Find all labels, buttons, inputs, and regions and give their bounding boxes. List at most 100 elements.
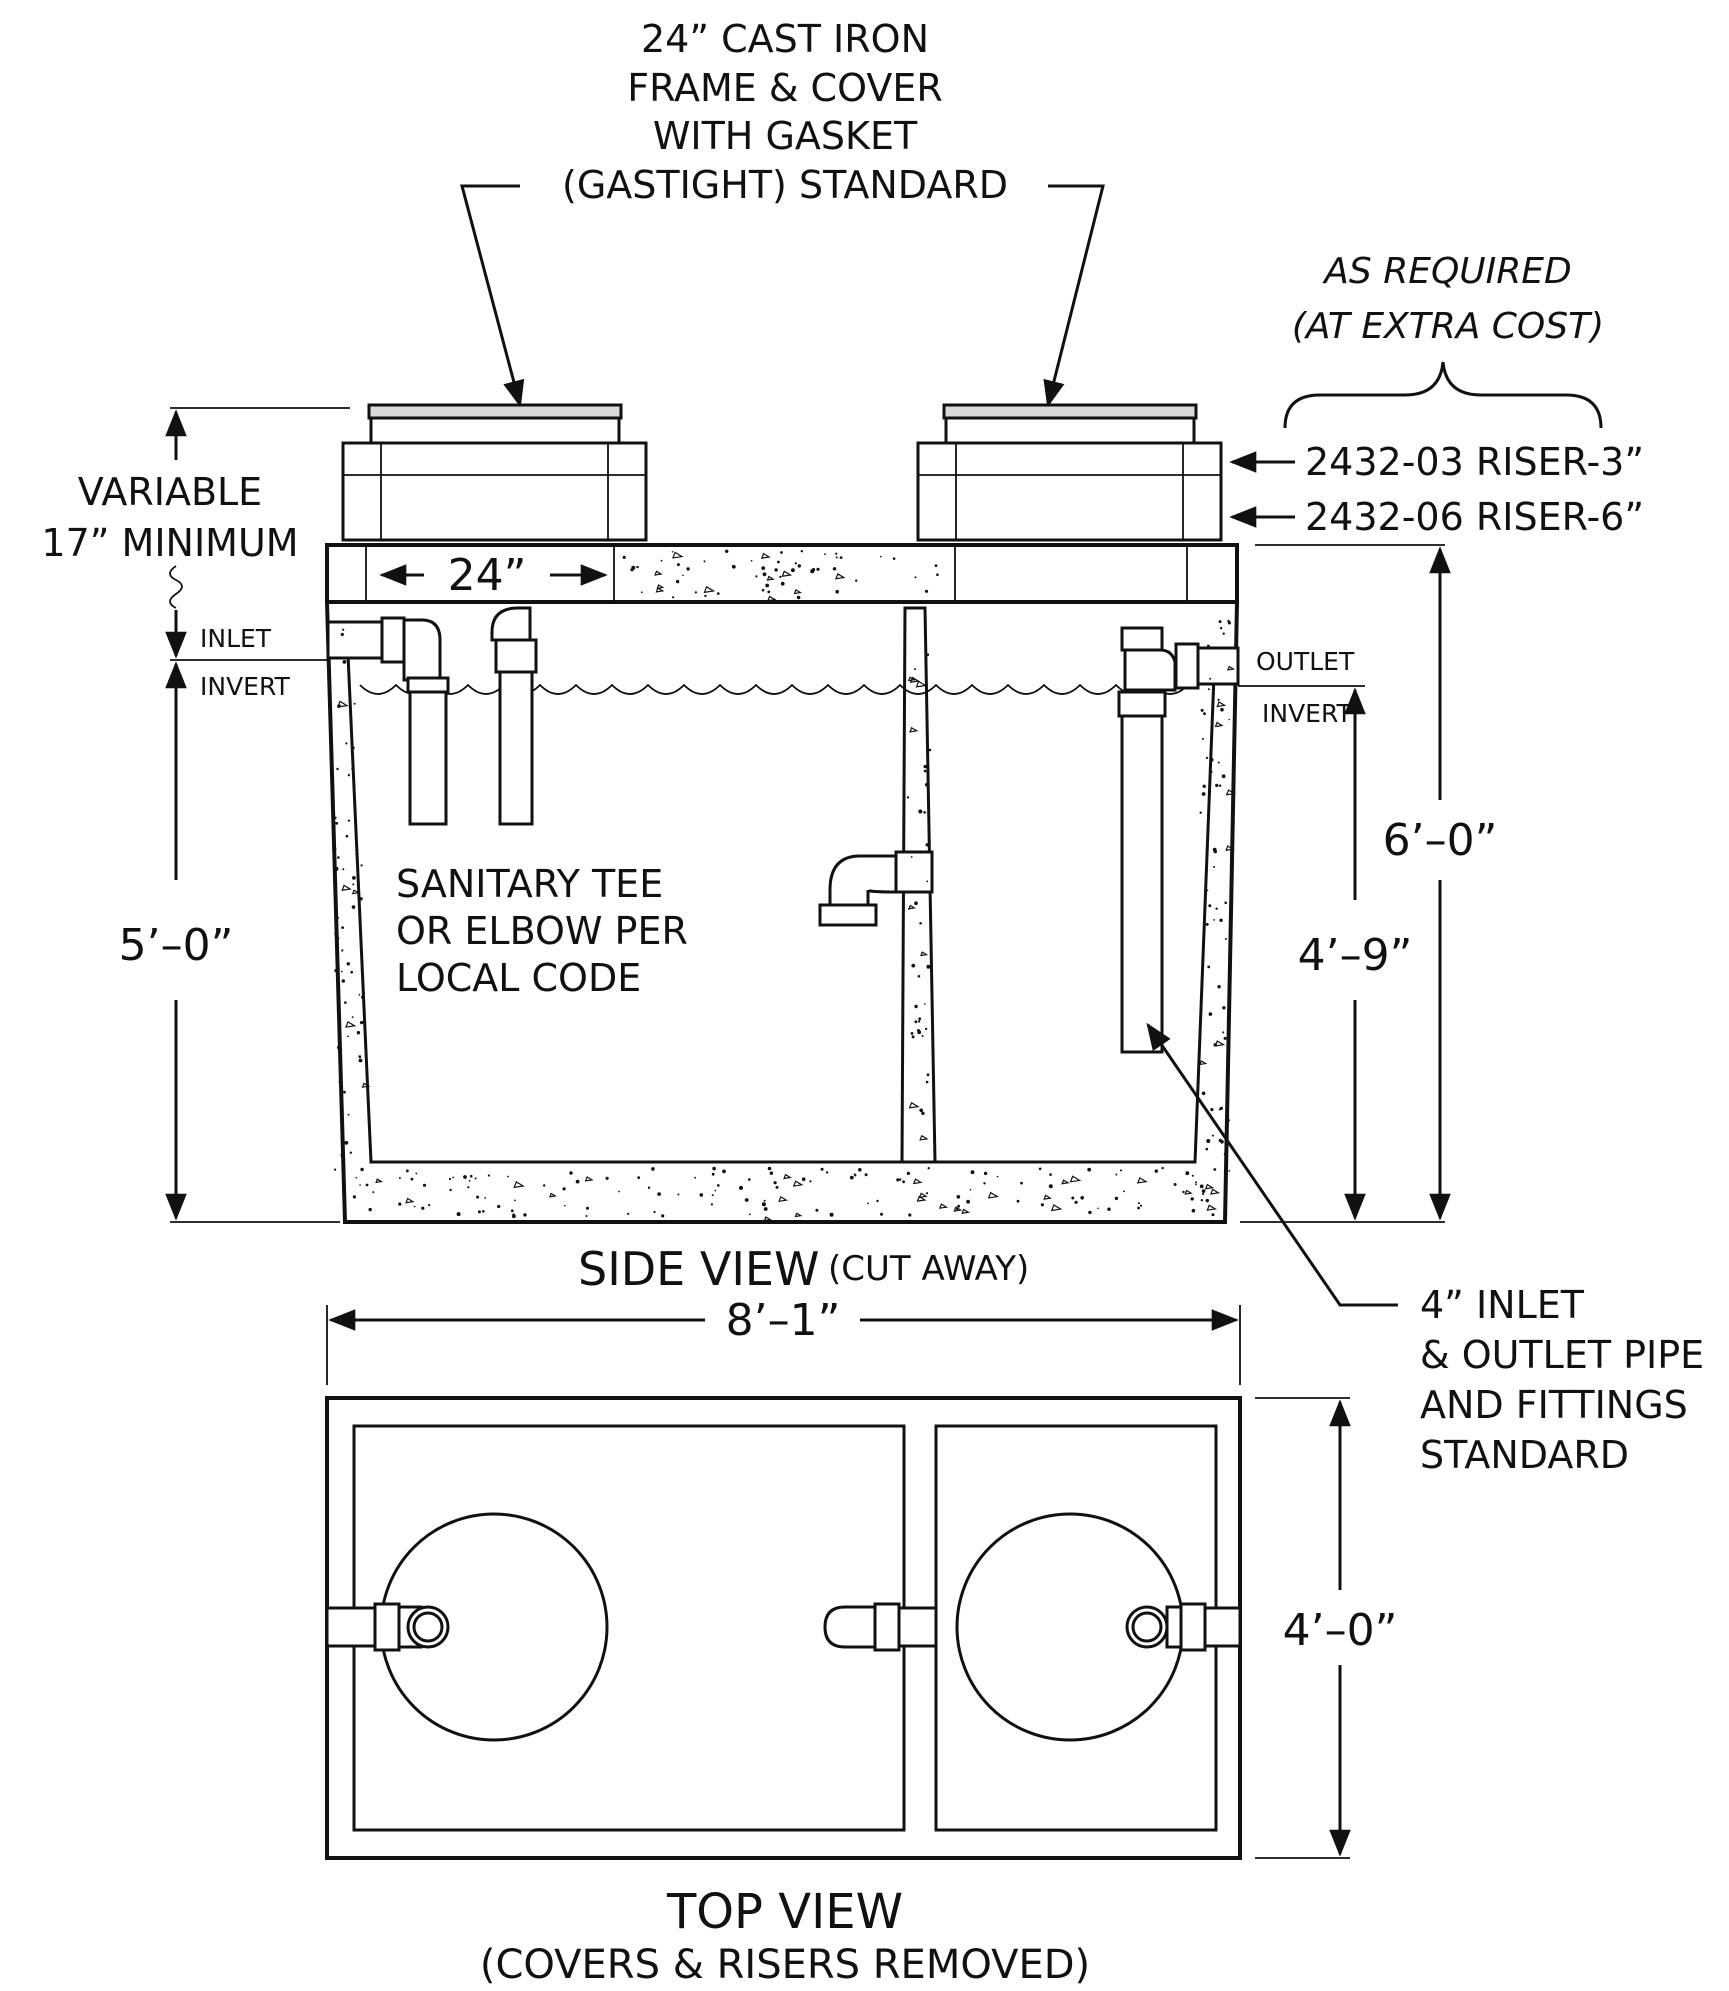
- top-view-title: TOP VIEW: [666, 1884, 903, 1940]
- top-outlet-body: [1165, 1605, 1183, 1649]
- top-outlet-coupling: [1179, 1602, 1207, 1652]
- aggregate-dot: [1139, 1204, 1143, 1207]
- aggregate-dot: [637, 1176, 641, 1179]
- aggregate-dot: [1208, 1012, 1213, 1016]
- sanitary-tee-line-3: LOCAL CODE: [396, 956, 641, 1000]
- aggregate-dot: [1200, 708, 1204, 712]
- leader-right-cover: [1043, 184, 1105, 408]
- inlet-stub: [326, 620, 384, 660]
- left-riser-6: [341, 441, 648, 542]
- aggregate-dot: [858, 1168, 862, 1172]
- aggregate-dot: [829, 1212, 834, 1217]
- aggregate-dot: [476, 1195, 480, 1199]
- aggregate-dot: [825, 1171, 829, 1174]
- aggregate-stone: [1184, 1189, 1193, 1195]
- aggregate-dot: [1107, 1207, 1111, 1211]
- as-required-line-1: AS REQUIRED: [1322, 251, 1571, 292]
- aggregate-dot: [902, 1180, 905, 1184]
- frame-cover-line-1: 24” CAST IRON: [641, 17, 929, 61]
- aggregate-stone: [767, 595, 777, 602]
- baffle-elbow: [828, 854, 898, 907]
- aggregate-dot: [1195, 1181, 1197, 1184]
- top-outlet-tee-bore: [1131, 1611, 1163, 1643]
- aggregate-dot: [925, 782, 929, 787]
- aggregate-stone: [655, 587, 665, 593]
- aggregate-dot: [849, 1175, 854, 1180]
- aggregate-dot: [1200, 1199, 1204, 1202]
- aggregate-dot: [340, 1153, 344, 1158]
- aggregate-dot: [1211, 1213, 1215, 1217]
- baffle-wall: [900, 606, 937, 1164]
- aggregate-dot: [347, 819, 350, 822]
- aggregate-dot: [934, 564, 938, 567]
- aggregate-stone: [760, 552, 771, 559]
- aggregate-dot: [1211, 770, 1213, 773]
- aggregate-dot: [1182, 1190, 1185, 1194]
- aggregate-dot: [360, 1020, 364, 1025]
- aggregate-stone: [920, 951, 929, 957]
- aggregate-stone: [912, 1178, 923, 1185]
- aggregate-stone: [908, 1101, 920, 1109]
- aggregate-dot: [917, 1030, 922, 1035]
- aggregate-dot: [906, 1171, 911, 1175]
- aggregate-dot: [892, 557, 896, 560]
- outlet-coupling: [1174, 642, 1200, 690]
- aggregate-stone: [375, 1178, 384, 1184]
- aggregate-dot: [358, 1055, 362, 1059]
- aggregate-dot: [1201, 792, 1206, 796]
- aggregate-dot: [1209, 677, 1212, 680]
- aggregate-stone: [1206, 1204, 1218, 1211]
- aggregate-dot: [1219, 918, 1223, 922]
- aggregate-dot: [773, 1181, 777, 1185]
- aggregate-dot: [398, 1177, 401, 1179]
- aggregate-dot: [415, 1172, 418, 1175]
- aggregate-dot: [918, 809, 923, 814]
- as-required-line-2: (AT EXTRA COST): [1292, 306, 1604, 347]
- aggregate-dot: [622, 555, 626, 560]
- aggregate-dot: [1209, 759, 1212, 762]
- aggregate-stone: [1214, 1040, 1226, 1047]
- aggregate-dot: [919, 1108, 923, 1113]
- aggregate-dot: [906, 796, 910, 799]
- variable-line-1: VARIABLE: [78, 470, 262, 514]
- aggregate-dot: [334, 969, 338, 973]
- aggregate-dot: [876, 1199, 879, 1203]
- frame-cover-line-2: FRAME & COVER: [627, 66, 943, 110]
- left-cover: [367, 403, 623, 420]
- sanitary-tee-line-1: SANITARY TEE: [396, 862, 663, 906]
- aggregate-dot: [1195, 1183, 1197, 1186]
- aggregate-dot: [1222, 1031, 1225, 1034]
- aggregate-dot: [1185, 1171, 1190, 1176]
- aggregate-dot: [763, 1199, 766, 1202]
- aggregate-dot: [1218, 1108, 1221, 1111]
- aggregate-dot: [343, 1090, 346, 1094]
- aggregate-stone: [794, 1212, 803, 1218]
- aggregate-dot: [350, 970, 354, 974]
- aggregate-dot: [398, 1202, 402, 1206]
- as-required-brace: [1283, 361, 1603, 429]
- aggregate-stone: [778, 1196, 789, 1203]
- aggregate-dot: [361, 995, 365, 999]
- aggregate-dot: [867, 1202, 869, 1205]
- aggregate-dot: [809, 1180, 812, 1183]
- aggregate-dot: [815, 1208, 819, 1212]
- inlet-tee-coupling: [406, 676, 450, 694]
- aggregate-dot: [1191, 1174, 1194, 1177]
- aggregate-stone: [361, 1082, 371, 1088]
- aggregate-dot: [562, 1187, 566, 1191]
- aggregate-dot: [586, 1206, 589, 1210]
- aggregate-dot: [352, 883, 355, 886]
- water-line: [359, 683, 1189, 695]
- aggregate-dot: [914, 1020, 918, 1024]
- pipe-note-line-4: STANDARD: [1420, 1433, 1629, 1477]
- aggregate-dot: [750, 559, 753, 562]
- aggregate-dot: [797, 564, 801, 568]
- aggregate-dot: [1205, 922, 1209, 926]
- aggregate-dot: [406, 1169, 409, 1173]
- aggregate-dot: [605, 1176, 609, 1180]
- aggregate-dot: [925, 843, 929, 847]
- aggregate-dot: [914, 901, 918, 905]
- aggregate-dot: [342, 868, 345, 871]
- pipe-note-callout: 4” INLET & OUTLET PIPE AND FITTINGS STAN…: [1146, 1022, 1704, 1477]
